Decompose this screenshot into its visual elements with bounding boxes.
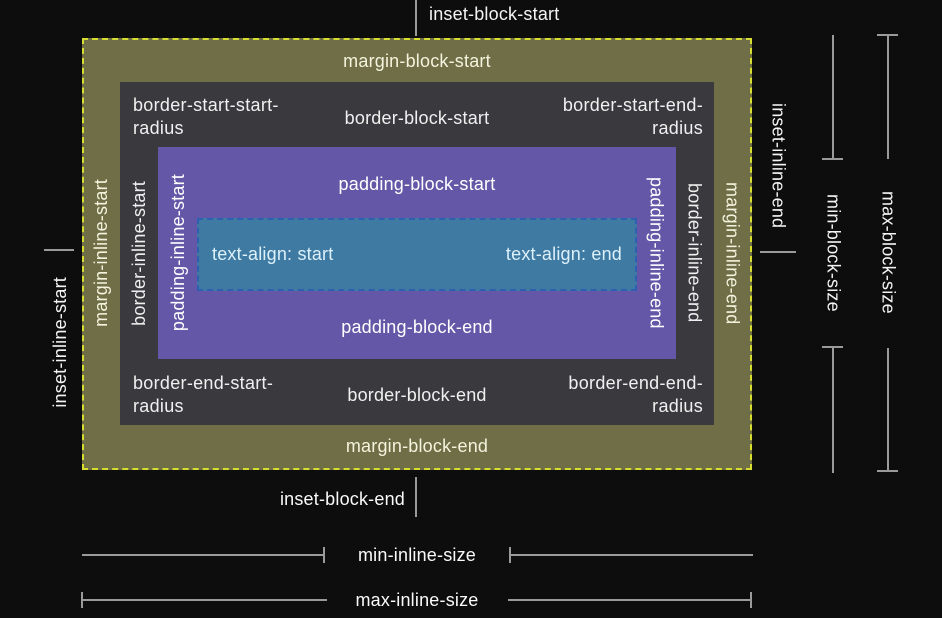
label-margin-block-end: margin-block-end [345, 436, 489, 456]
label-max-block-size: max-block-size [878, 191, 899, 314]
label-border-block-start: border-block-start [344, 107, 490, 128]
inset-inline-end-tick [760, 251, 796, 253]
inset-inline-start-tick [44, 249, 74, 251]
label-padding-inline-start: padding-inline-start [167, 174, 188, 332]
label-margin-inline-end: margin-inline-end [722, 181, 743, 325]
label-border-end-end-radius: border-end-end-radius [568, 373, 703, 416]
label-padding-block-end: padding-block-end [341, 316, 493, 337]
label-margin-block-start: margin-block-start [343, 50, 491, 71]
label-inset-inline-start: inset-inline-start [49, 276, 70, 408]
label-padding-inline-end: padding-inline-end [646, 177, 667, 329]
label-border-start-start-radius: border-start-start-radius [133, 95, 279, 138]
min-block-size-tick-top [822, 158, 843, 160]
min-block-size-line-bottom [832, 348, 834, 473]
label-border-inline-start: border-inline-start [128, 180, 149, 326]
min-inline-size-line-right [510, 554, 753, 556]
max-inline-size-tick-right [750, 592, 752, 608]
label-min-inline-size: min-inline-size [357, 544, 477, 565]
label-text-align-end: text-align: end [505, 244, 622, 264]
max-inline-size-line-left [82, 599, 327, 601]
label-inset-block-end: inset-block-end [279, 488, 405, 509]
max-inline-size-line-right [508, 599, 752, 601]
label-min-block-size: min-block-size [823, 193, 844, 312]
label-border-inline-end: border-inline-end [684, 183, 705, 323]
label-border-block-end: border-block-end [347, 384, 487, 405]
inset-block-start-tick [415, 0, 417, 36]
label-inset-block-start: inset-block-start [429, 4, 560, 24]
label-padding-block-start: padding-block-start [338, 173, 496, 194]
label-max-inline-size: max-inline-size [355, 589, 479, 610]
label-inset-inline-end: inset-inline-end [768, 103, 789, 229]
min-block-size-line-top [832, 35, 834, 159]
min-inline-size-line-left [82, 554, 325, 556]
min-inline-size-tick-left [323, 547, 325, 563]
inset-block-end-tick [415, 477, 417, 517]
content-box: text-align: start text-align: end [197, 218, 637, 291]
label-border-end-start-radius: border-end-start-radius [133, 373, 274, 416]
max-block-size-line-bottom [887, 348, 889, 471]
min-block-size-tick-bottom [822, 346, 843, 348]
label-text-align-start: text-align: start [212, 244, 334, 264]
label-margin-inline-start: margin-inline-start [90, 179, 111, 327]
max-block-size-tick-bottom [877, 470, 898, 472]
max-block-size-line-top [887, 35, 889, 159]
label-border-start-end-radius: border-start-end-radius [562, 95, 703, 138]
